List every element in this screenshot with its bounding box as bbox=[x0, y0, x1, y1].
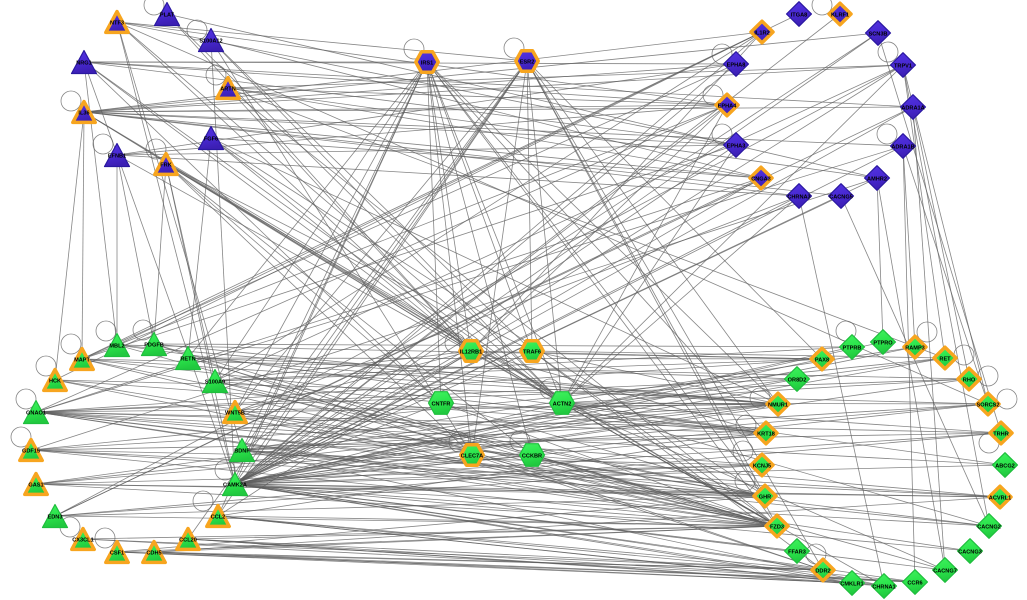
svg-text:RETN: RETN bbox=[180, 356, 195, 362]
svg-text:ABCG2: ABCG2 bbox=[995, 463, 1015, 469]
svg-text:CACNG2: CACNG2 bbox=[977, 524, 1001, 530]
svg-text:RAMP3: RAMP3 bbox=[905, 345, 925, 351]
svg-text:EPHA8: EPHA8 bbox=[727, 62, 746, 68]
svg-text:EPHA3: EPHA3 bbox=[727, 143, 746, 149]
svg-text:WNT5B: WNT5B bbox=[225, 410, 245, 416]
svg-text:CMKLR1: CMKLR1 bbox=[840, 581, 863, 587]
svg-text:S100A12: S100A12 bbox=[199, 38, 222, 44]
svg-text:CNTFR: CNTFR bbox=[432, 401, 451, 407]
svg-text:CACNG7: CACNG7 bbox=[933, 568, 957, 574]
svg-text:EFNB1: EFNB1 bbox=[108, 153, 126, 159]
svg-text:KRT18: KRT18 bbox=[757, 431, 775, 437]
svg-text:CLEC7A: CLEC7A bbox=[461, 453, 483, 459]
svg-text:CCL20: CCL20 bbox=[179, 537, 197, 543]
svg-text:SCN3B: SCN3B bbox=[869, 31, 888, 37]
svg-text:PLAT: PLAT bbox=[160, 12, 175, 18]
svg-text:FFAR3: FFAR3 bbox=[788, 549, 806, 555]
svg-text:CCKBR: CCKBR bbox=[522, 453, 542, 459]
svg-text:BDNF: BDNF bbox=[234, 448, 250, 454]
svg-text:DDR2: DDR2 bbox=[815, 568, 830, 574]
svg-text:NRG1: NRG1 bbox=[76, 60, 92, 66]
svg-text:CACNG3: CACNG3 bbox=[958, 549, 982, 555]
svg-text:FZD3: FZD3 bbox=[770, 524, 784, 530]
svg-text:ACVRL1: ACVRL1 bbox=[989, 495, 1011, 501]
svg-text:SORCS2: SORCS2 bbox=[976, 402, 999, 408]
svg-text:OR8D2: OR8D2 bbox=[788, 377, 807, 383]
svg-text:ADRA1B: ADRA1B bbox=[891, 144, 914, 150]
svg-text:NMUR1: NMUR1 bbox=[768, 402, 788, 408]
svg-text:HCK: HCK bbox=[49, 378, 61, 384]
svg-text:CDH5: CDH5 bbox=[146, 550, 161, 556]
svg-text:GAS1: GAS1 bbox=[28, 482, 43, 488]
svg-text:AMHR2: AMHR2 bbox=[867, 176, 887, 182]
svg-text:CCL2: CCL2 bbox=[211, 514, 226, 520]
svg-text:CACNG5: CACNG5 bbox=[829, 194, 853, 200]
svg-text:ADRA1A: ADRA1A bbox=[901, 105, 924, 111]
svg-text:IL1R2: IL1R2 bbox=[754, 30, 769, 36]
svg-text:ACTN2: ACTN2 bbox=[553, 401, 572, 407]
svg-text:RHO: RHO bbox=[963, 377, 976, 383]
svg-text:CX3CL1: CX3CL1 bbox=[72, 537, 93, 543]
svg-text:KLRF1: KLRF1 bbox=[831, 12, 849, 18]
svg-text:TRAF6: TRAF6 bbox=[523, 349, 541, 355]
svg-text:GDF15: GDF15 bbox=[22, 448, 40, 454]
svg-text:MBL2: MBL2 bbox=[109, 343, 124, 349]
svg-text:ESR2: ESR2 bbox=[520, 59, 535, 65]
svg-text:CAMK2A: CAMK2A bbox=[223, 482, 247, 488]
svg-text:IL12RB1: IL12RB1 bbox=[460, 349, 482, 355]
svg-text:PDGFB: PDGFB bbox=[144, 342, 164, 348]
svg-text:MAPT: MAPT bbox=[74, 357, 90, 363]
svg-text:FRK: FRK bbox=[160, 162, 172, 168]
svg-text:NTF3: NTF3 bbox=[110, 20, 124, 26]
svg-text:TRPV1: TRPV1 bbox=[894, 63, 912, 69]
svg-text:ITGA8: ITGA8 bbox=[791, 12, 807, 18]
svg-text:IL36: IL36 bbox=[78, 110, 89, 116]
svg-text:EPHA4: EPHA4 bbox=[718, 103, 738, 109]
svg-text:FGF6: FGF6 bbox=[204, 136, 218, 142]
svg-text:PTPRB: PTPRB bbox=[843, 345, 862, 351]
svg-text:RET: RET bbox=[939, 356, 951, 362]
svg-text:IRS1: IRS1 bbox=[421, 60, 433, 66]
svg-text:TRHR: TRHR bbox=[993, 431, 1009, 437]
svg-text:CSF1: CSF1 bbox=[110, 550, 124, 556]
svg-text:CHRNA3: CHRNA3 bbox=[787, 194, 810, 200]
svg-text:CHRNA1: CHRNA1 bbox=[872, 584, 895, 590]
svg-text:PAX8: PAX8 bbox=[815, 357, 829, 363]
svg-text:GNAO1: GNAO1 bbox=[26, 410, 46, 416]
svg-text:EDN3: EDN3 bbox=[48, 514, 63, 520]
svg-text:ARTN: ARTN bbox=[220, 86, 236, 92]
svg-text:CCR6: CCR6 bbox=[907, 580, 922, 586]
svg-text:PTPRO: PTPRO bbox=[873, 340, 893, 346]
svg-text:S100A9: S100A9 bbox=[205, 379, 225, 385]
svg-text:GHR: GHR bbox=[759, 494, 771, 500]
svg-text:KCNJ5: KCNJ5 bbox=[753, 463, 771, 469]
svg-text:CNGA3: CNGA3 bbox=[751, 176, 771, 182]
